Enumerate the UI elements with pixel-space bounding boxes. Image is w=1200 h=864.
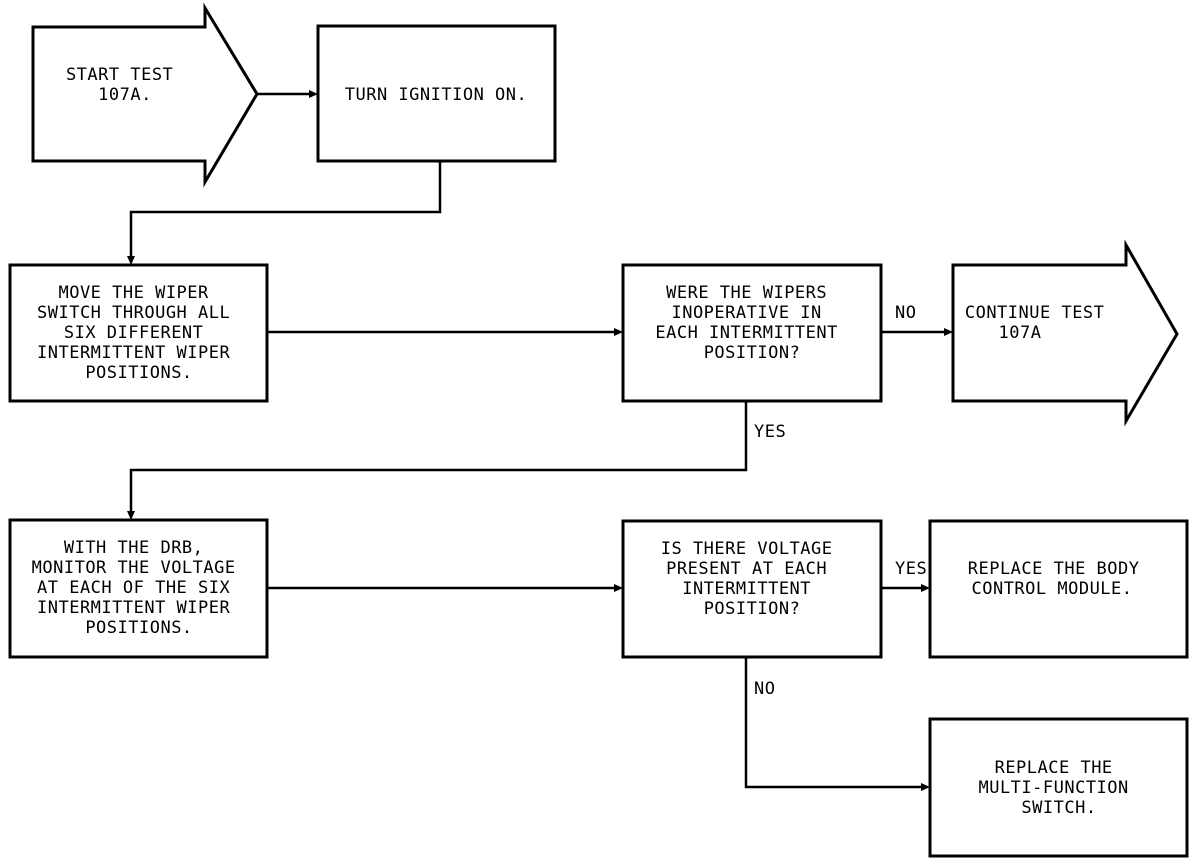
edge-label-no-switch: NO bbox=[754, 679, 775, 699]
edge-label-no-continue: NO bbox=[895, 303, 916, 323]
inoperative-question-label: WERE THE WIPERS INOPERATIVE IN EACH INTE… bbox=[655, 283, 848, 363]
replace-switch-box bbox=[928, 717, 1189, 858]
start-test-arrow-shape bbox=[31, 2, 259, 188]
start-test-label: START TEST 107A. bbox=[66, 65, 184, 105]
monitor-voltage-label: WITH THE DRB, MONITOR THE VOLTAGE AT EAC… bbox=[32, 538, 247, 638]
turn-ignition-box bbox=[316, 24, 557, 163]
continue-test-arrow-shape bbox=[951, 239, 1179, 427]
move-switch-label: MOVE THE WIPER SWITCH THROUGH ALL SIX DI… bbox=[37, 283, 241, 383]
turn-ignition-label: TURN IGNITION ON. bbox=[345, 85, 528, 105]
arrowhead-switch bbox=[921, 783, 930, 791]
replace-bcm-label: REPLACE THE BODY CONTROL MODULE. bbox=[968, 559, 1151, 599]
arrowhead-move bbox=[127, 256, 135, 265]
arrowhead-question bbox=[614, 328, 623, 336]
arrowhead-ignition bbox=[309, 90, 318, 98]
arrowhead-bcm bbox=[921, 584, 930, 592]
arrowhead-monitor bbox=[127, 511, 135, 520]
connector-ignition-to-move bbox=[129, 161, 442, 259]
replace-switch-label: REPLACE THE MULTI-FUNCTION SWITCH. bbox=[978, 758, 1139, 818]
monitor-voltage-box bbox=[8, 518, 269, 659]
connector-yes-to-monitor bbox=[129, 401, 748, 514]
continue-test-label: CONTINUE TEST 107A bbox=[965, 303, 1115, 343]
move-switch-box bbox=[8, 263, 269, 403]
edge-label-yes-monitor: YES bbox=[754, 422, 786, 442]
edge-label-yes-bcm: YES bbox=[895, 559, 927, 579]
arrowhead-voltage-question bbox=[614, 584, 623, 592]
voltage-question-box bbox=[621, 519, 883, 659]
inoperative-question-box bbox=[621, 263, 883, 403]
voltage-question-label: IS THERE VOLTAGE PRESENT AT EACH INTERMI… bbox=[661, 539, 844, 619]
connector-no-to-switch bbox=[744, 657, 924, 789]
replace-bcm-box bbox=[928, 519, 1189, 659]
arrowhead-continue bbox=[944, 328, 953, 336]
